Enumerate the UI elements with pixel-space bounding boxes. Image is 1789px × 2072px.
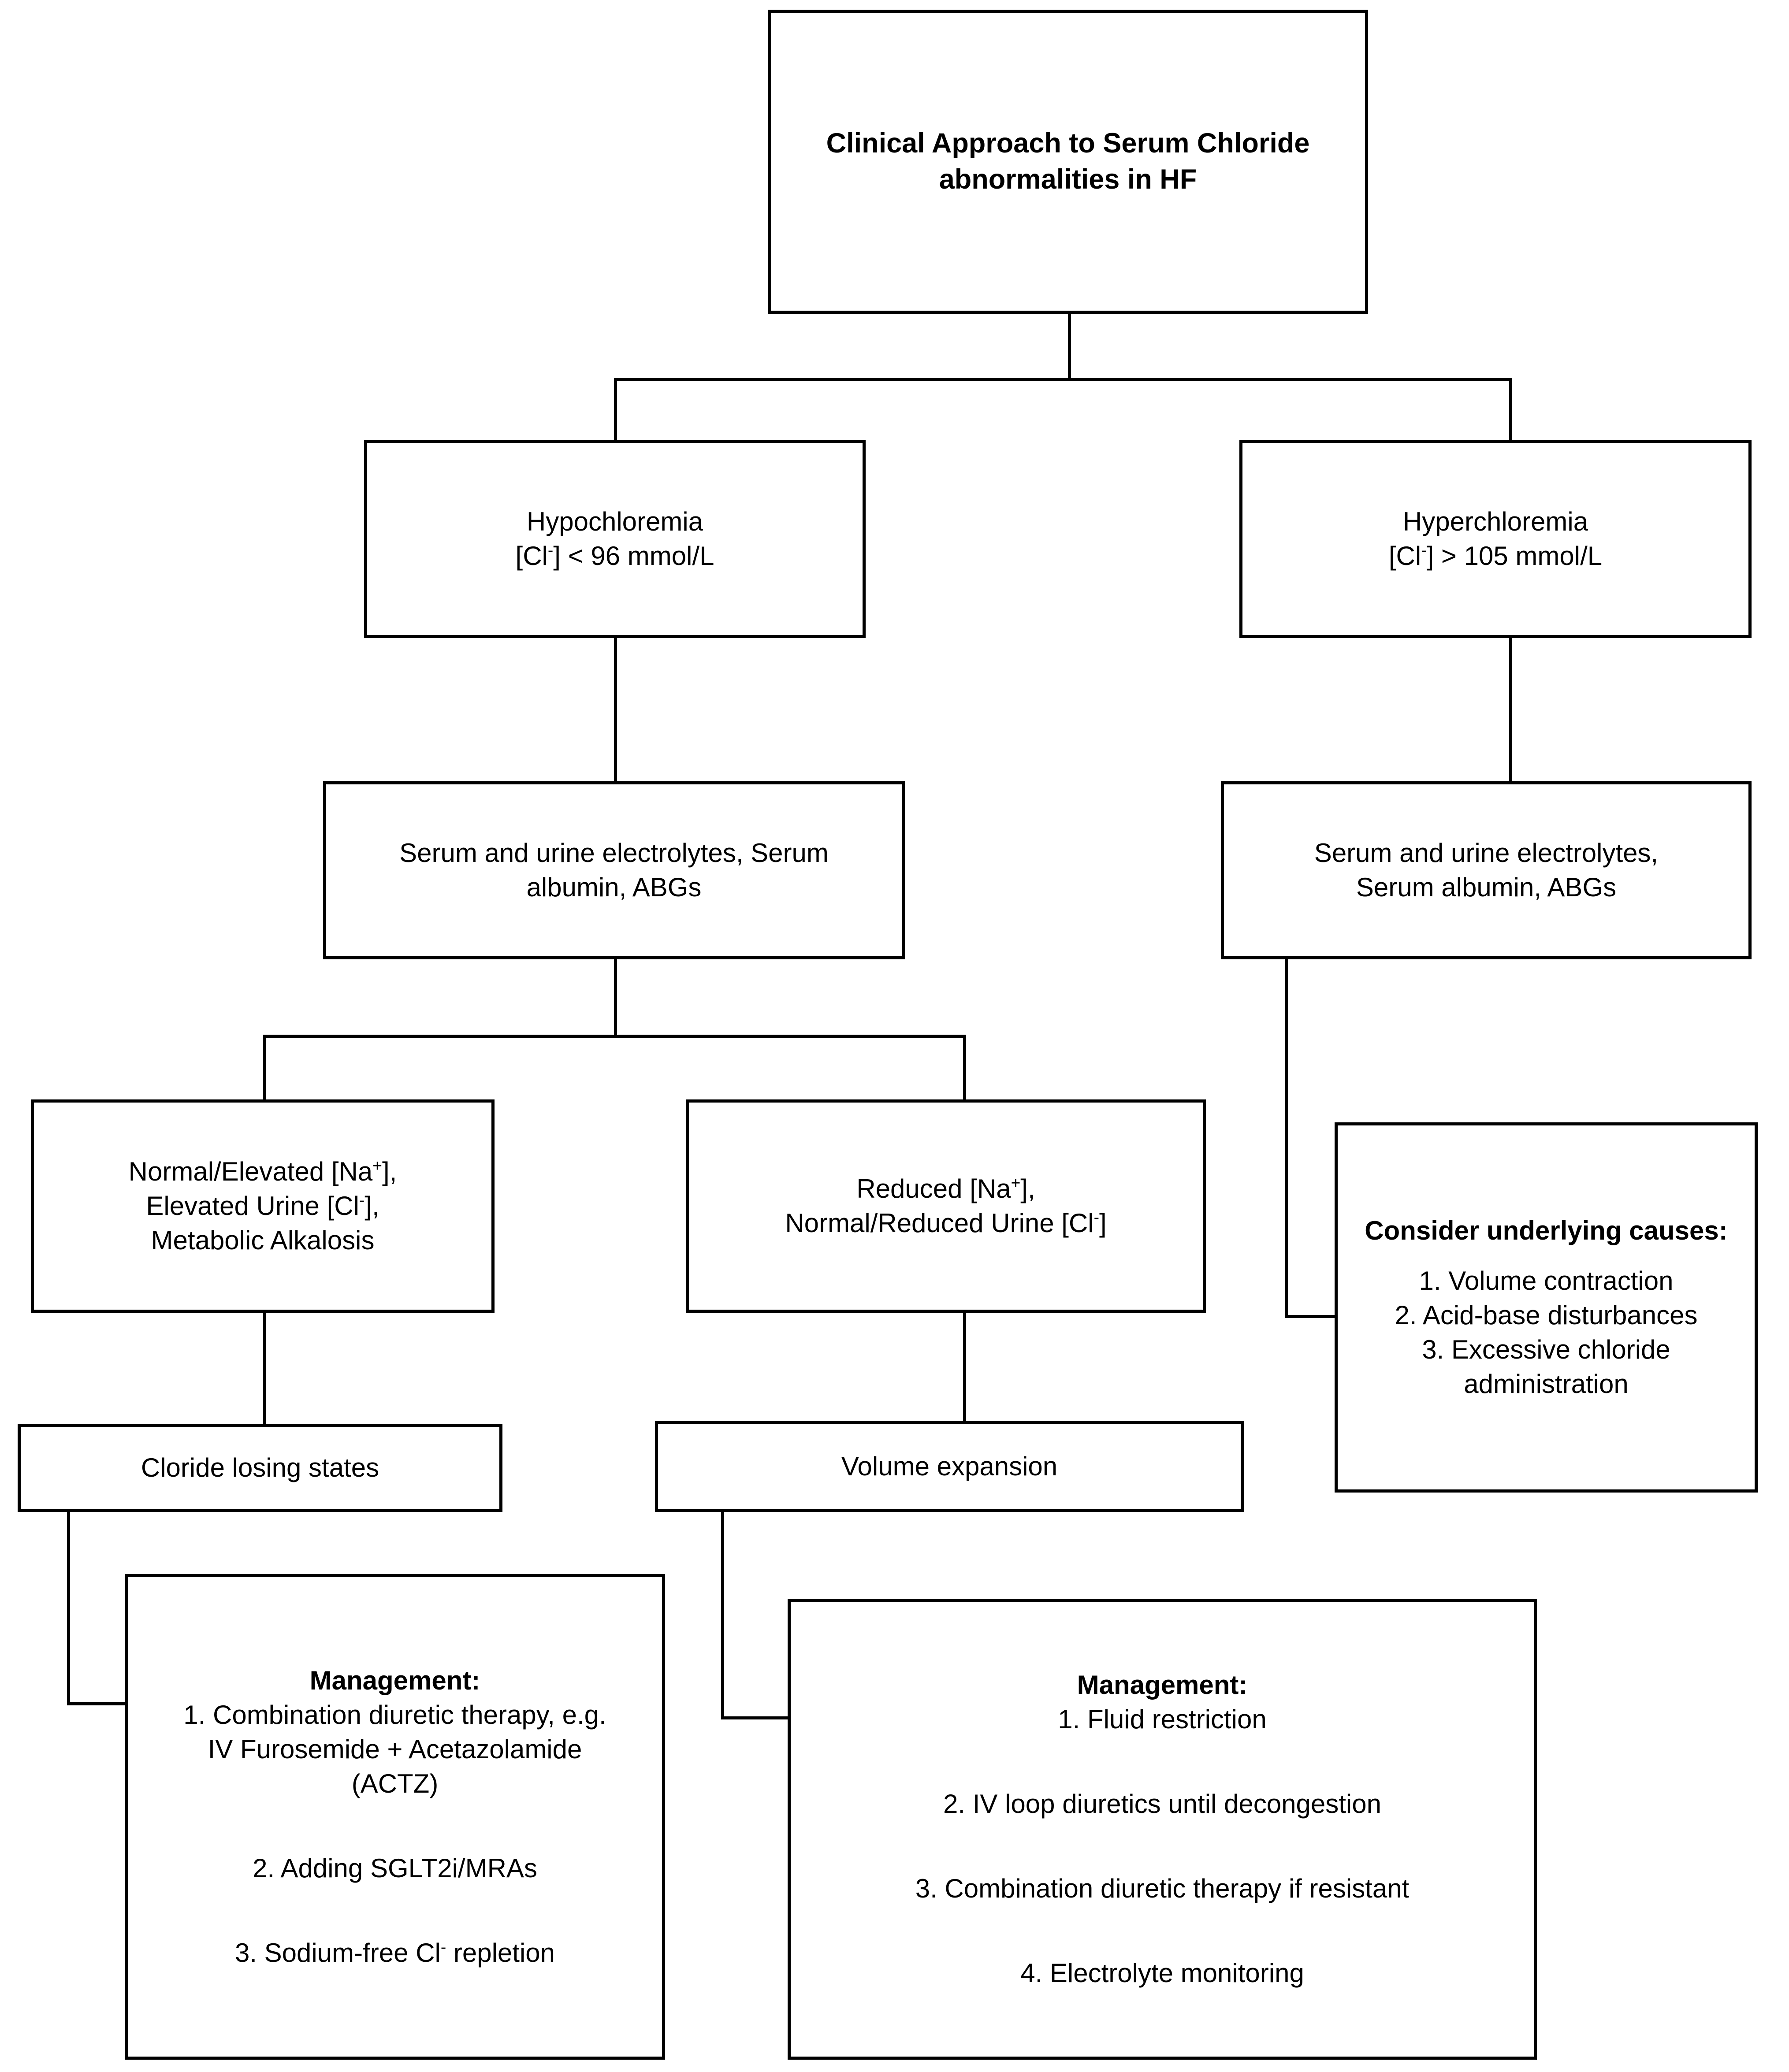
node-causes-item-3-cont: administration (1464, 1369, 1629, 1399)
node-causes-item-1: 1. Volume contraction (1419, 1266, 1674, 1296)
connector-root-down (1068, 313, 1071, 381)
node-management-left-item-1b: IV Furosemide + Acetazolamide (208, 1734, 582, 1764)
node-management-left-item-2: 2. Adding SGLT2i/MRAs (253, 1853, 537, 1883)
node-hypochloremia-line1: Hypochloremia (526, 507, 703, 536)
node-management-right-item-1: 1. Fluid restriction (1058, 1704, 1267, 1734)
node-hypochloremia[interactable]: Hypochloremia [Cl-] < 96 mmol/L (364, 440, 866, 638)
connector-branch-middle-down (963, 1311, 966, 1425)
connector-to-branch-middle (963, 1035, 966, 1100)
node-hypochloremia-line2: [Cl-] < 96 mmol/L (515, 541, 714, 571)
connector-chloride-losing-to-management (67, 1702, 126, 1705)
node-management-right-item-4: 4. Electrolyte monitoring (1020, 1958, 1304, 1988)
node-branch-left[interactable]: Normal/Elevated [Na+], Elevated Urine [C… (31, 1099, 495, 1313)
connector-to-hypochloremia (614, 378, 617, 440)
node-management-right-item-3: 3. Combination diuretic therapy if resis… (915, 1874, 1410, 1903)
node-causes-item-2: 2. Acid-base disturbances (1395, 1300, 1698, 1330)
connector-level2-bar (263, 1035, 966, 1038)
connector-branch-left-down (263, 1311, 266, 1425)
node-management-left-item-3: 3. Sodium-free Cl- repletion (234, 1938, 555, 1968)
connector-level1-bar (614, 378, 1512, 381)
connector-to-hyperchloremia (1509, 378, 1512, 440)
node-volume-expansion-label: Volume expansion (841, 1452, 1058, 1481)
connector-chloride-losing-down (67, 1511, 70, 1705)
connector-volume-expansion-to-management (721, 1716, 789, 1719)
node-management-right-item-2: 2. IV loop diuretics until decongestion (943, 1789, 1381, 1819)
node-hyperchloremia-line1: Hyperchloremia (1402, 507, 1588, 536)
node-root[interactable]: Clinical Approach to Serum Chloride abno… (768, 10, 1368, 314)
node-branch-left-line2: Elevated Urine [Cl-], (146, 1191, 379, 1221)
connector-to-branch-left (263, 1035, 266, 1100)
node-branch-middle-line1: Reduced [Na+], (856, 1173, 1035, 1203)
connector-volume-expansion-down (721, 1509, 724, 1719)
node-branch-left-line1: Normal/Elevated [Na+], (128, 1156, 397, 1186)
connector-labs-right-to-causes (1285, 1315, 1338, 1318)
node-labs-left-line1: Serum and urine electrolytes, Serum (399, 838, 829, 868)
node-causes[interactable]: Consider underlying causes: 1. Volume co… (1335, 1122, 1758, 1493)
node-management-left-item-1a: 1. Combination diuretic therapy, e.g. (183, 1700, 606, 1730)
node-management-left-heading: Management: (309, 1666, 480, 1695)
node-root-label: Clinical Approach to Serum Chloride abno… (826, 128, 1310, 195)
node-chloride-losing-states[interactable]: Cloride losing states (18, 1424, 502, 1512)
node-labs-right-line1: Serum and urine electrolytes, (1314, 838, 1659, 868)
node-hyperchloremia[interactable]: Hyperchloremia [Cl-] > 105 mmol/L (1239, 440, 1752, 638)
node-labs-right[interactable]: Serum and urine electrolytes, Serum albu… (1221, 781, 1752, 959)
node-management-left[interactable]: Management: 1. Combination diuretic ther… (125, 1574, 665, 2060)
node-hyperchloremia-line2: [Cl-] > 105 mmol/L (1388, 541, 1603, 571)
connector-hypochloremia-labs (614, 637, 617, 783)
node-management-right[interactable]: Management: 1. Fluid restriction 2. IV l… (788, 1599, 1537, 2060)
connector-labs-down (614, 958, 617, 1038)
node-volume-expansion[interactable]: Volume expansion (655, 1421, 1244, 1512)
node-management-left-item-1c: (ACTZ) (351, 1769, 439, 1798)
node-causes-item-3: 3. Excessive chloride (1422, 1335, 1670, 1364)
node-labs-left-line2: albumin, ABGs (526, 873, 702, 902)
node-branch-left-line3: Metabolic Alkalosis (151, 1225, 375, 1255)
node-labs-right-line2: Serum albumin, ABGs (1356, 873, 1617, 902)
node-branch-middle-line2: Normal/Reduced Urine [Cl-] (785, 1208, 1107, 1238)
node-labs-left[interactable]: Serum and urine electrolytes, Serum albu… (323, 781, 905, 959)
connector-hyperchloremia-labs (1509, 637, 1512, 783)
node-management-right-heading: Management: (1077, 1670, 1248, 1700)
connector-labs-right-down (1285, 958, 1288, 1318)
node-chloride-losing-states-label: Cloride losing states (141, 1453, 379, 1482)
node-causes-heading: Consider underlying causes: (1365, 1216, 1728, 1245)
node-branch-middle[interactable]: Reduced [Na+], Normal/Reduced Urine [Cl-… (686, 1099, 1206, 1313)
